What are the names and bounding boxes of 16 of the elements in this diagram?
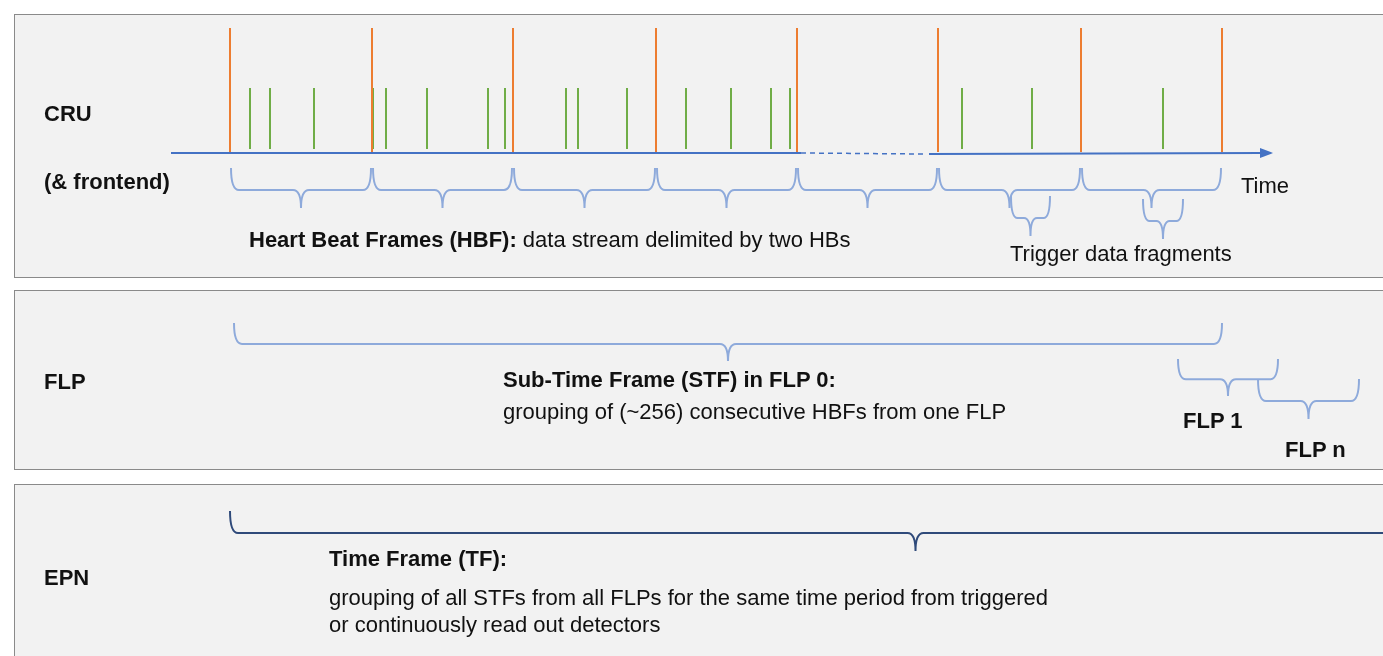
row-label: FLP <box>44 369 86 396</box>
text-label: grouping of (~256) consecutive HBFs from one FLP <box>503 399 1007 426</box>
row-label: EPN <box>44 565 90 592</box>
panel-band <box>14 290 1383 470</box>
panel-band <box>14 14 1383 278</box>
text-label: grouping of all STFs from all FLPs for the same time period from triggered or continuously read out detectors <box>329 585 1049 639</box>
text-label: FLP 1 <box>1183 408 1243 435</box>
text-label: FLP n <box>1285 437 1346 464</box>
text-label: Time <box>1241 173 1290 200</box>
text-label: Heart Beat Frames (HBF): data stream delimited by two HBs <box>249 227 851 254</box>
row-label: CRU <box>44 101 92 128</box>
panel-band <box>14 484 1383 656</box>
text-label: Sub-Time Frame (STF) in FLP 0: <box>503 367 836 394</box>
text-label: Trigger data fragments <box>1010 241 1232 268</box>
text-label: (& frontend) <box>44 169 170 196</box>
text-label: Time Frame (TF): <box>329 546 508 573</box>
